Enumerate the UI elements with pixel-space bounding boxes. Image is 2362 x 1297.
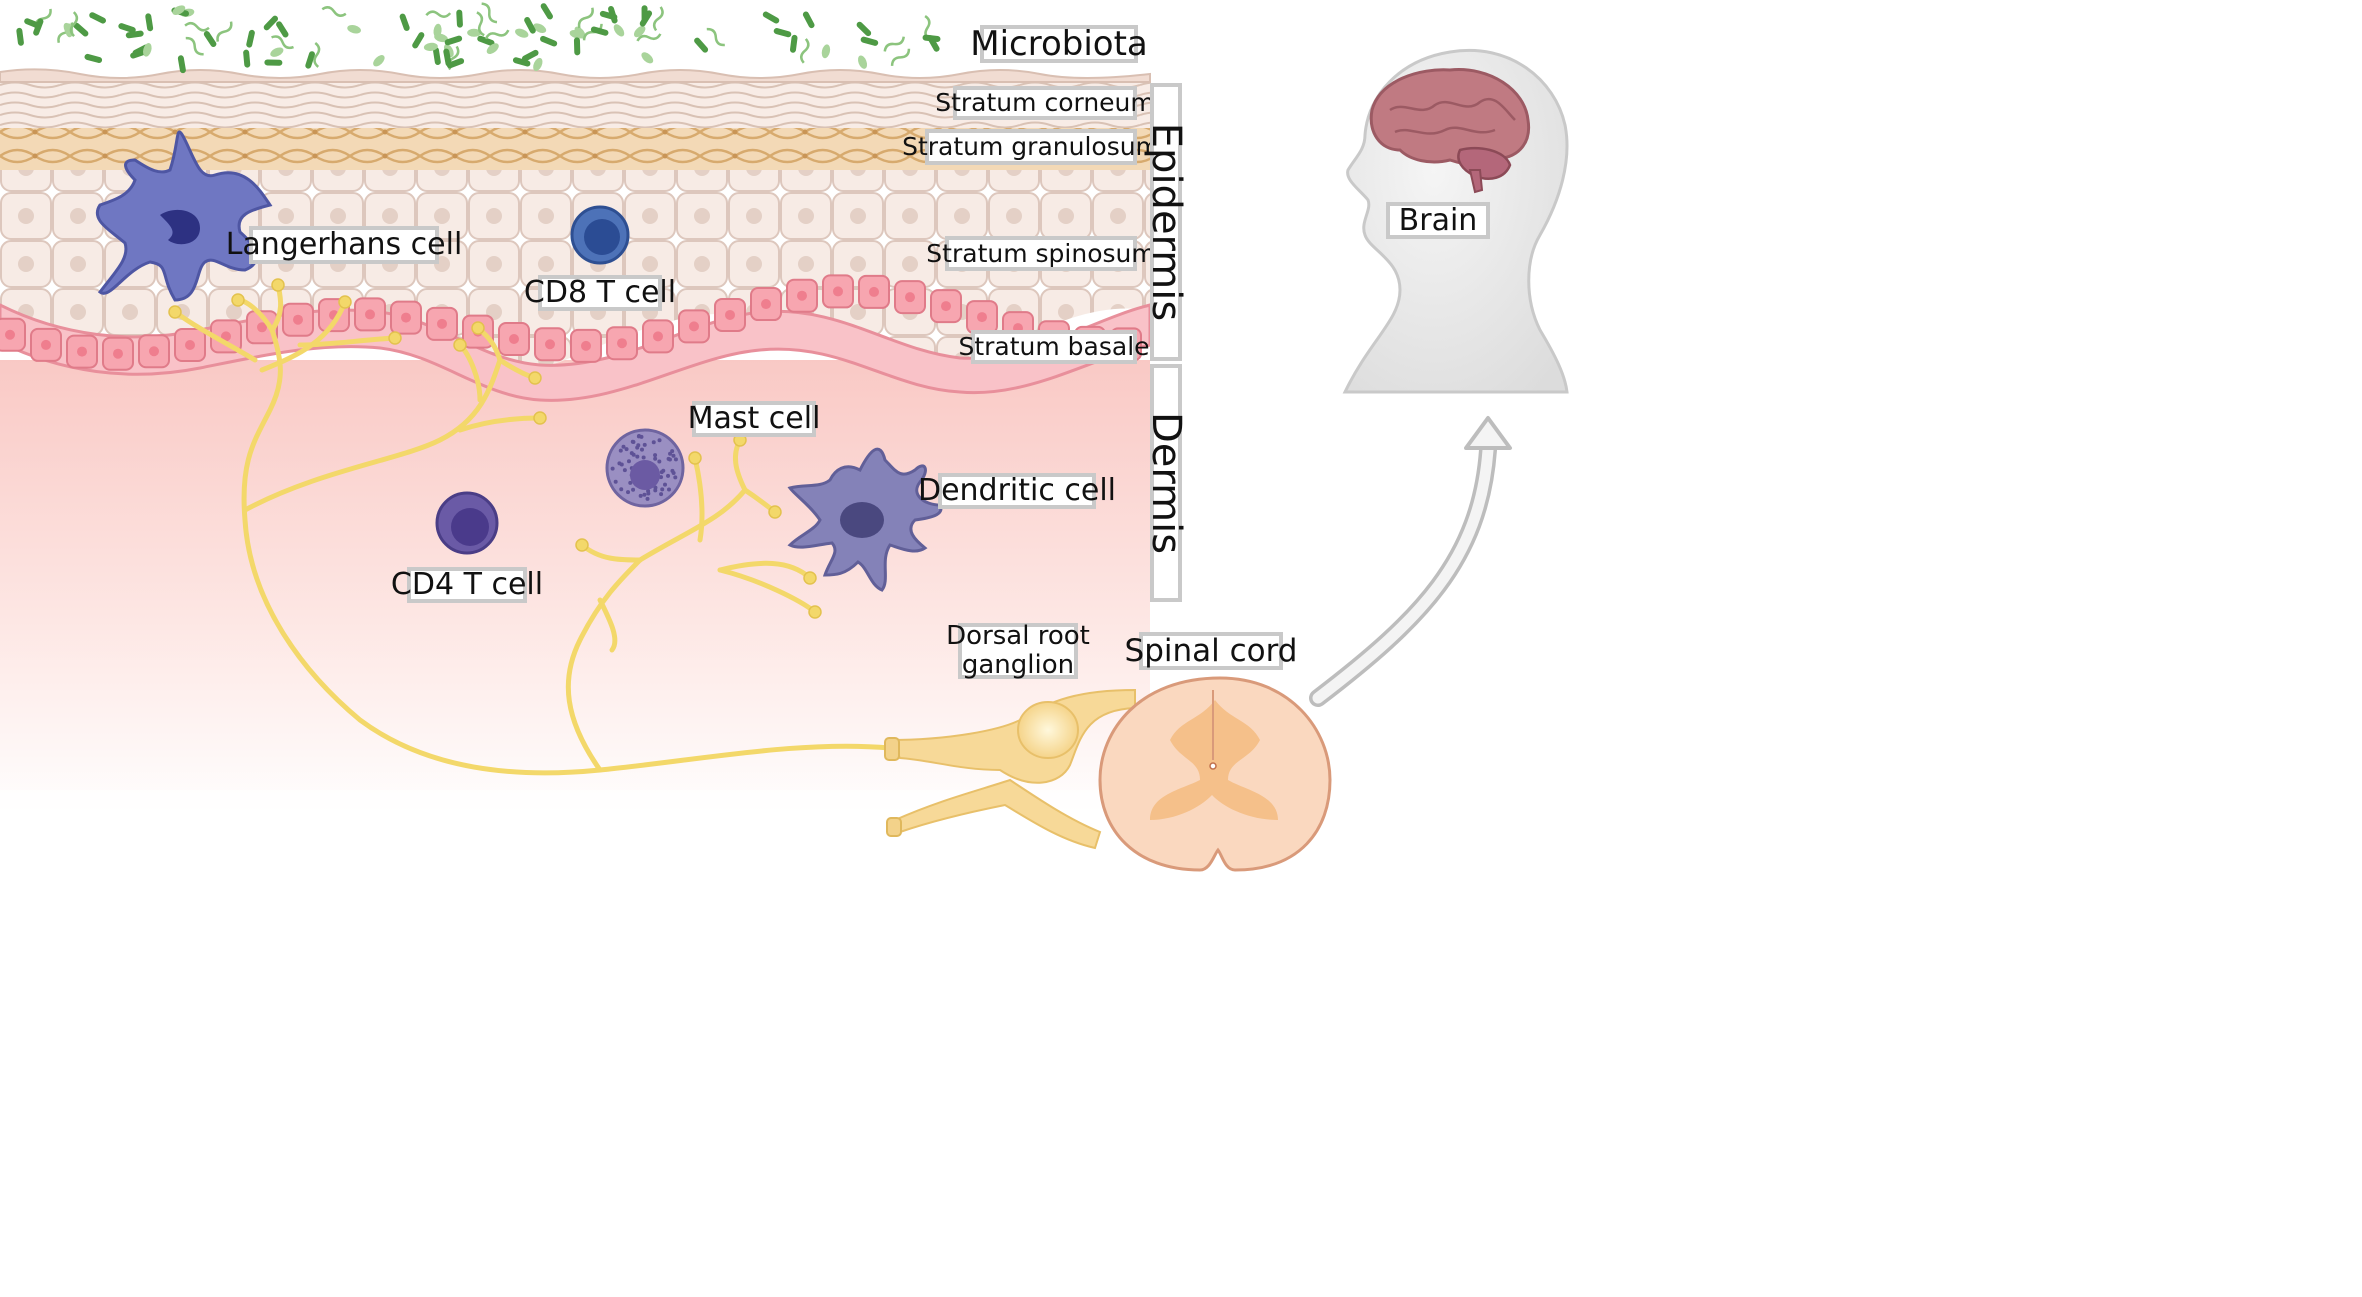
sensory-nerve-fibers bbox=[172, 282, 893, 776]
langerhans-cell-label: Langerhans cell bbox=[225, 226, 463, 264]
stratum-corneum-label: Stratum corneum bbox=[935, 86, 1155, 120]
cd4-t-cell bbox=[435, 491, 499, 555]
nerve-endings bbox=[168, 278, 822, 619]
mast-cell-label: Mast cell bbox=[687, 401, 821, 437]
mast-cell bbox=[605, 428, 685, 508]
dendritic-cell bbox=[787, 447, 943, 592]
cd8-t-cell-label: CD8 T cell bbox=[523, 275, 677, 311]
dorsal-root-ganglion-label: Dorsal root ganglion bbox=[946, 620, 1090, 680]
signal-arrow-to-brain bbox=[1309, 416, 1512, 707]
langerhans-cell bbox=[96, 130, 273, 302]
dermis-bracket: Dermis bbox=[1143, 364, 1189, 602]
spinal-cord-cross-section bbox=[1098, 676, 1332, 872]
stratum-spinosum-label: Stratum spinosum bbox=[926, 236, 1156, 271]
microbiota-label: Microbiota bbox=[970, 23, 1148, 64]
stratum-basale-label: Stratum basale bbox=[958, 330, 1150, 364]
dermis-label: Dermis bbox=[1143, 411, 1189, 555]
dorsal-root-ganglion bbox=[884, 688, 1136, 850]
cd4-t-cell-label: CD4 T cell bbox=[390, 567, 544, 603]
brain-label: Brain bbox=[1386, 202, 1490, 239]
brain bbox=[1369, 68, 1531, 194]
epidermis-bracket: Epidermis bbox=[1143, 83, 1189, 361]
cd8-t-cell bbox=[570, 205, 630, 265]
microbiota-bacteria bbox=[16, 2, 941, 74]
epidermis-label: Epidermis bbox=[1143, 122, 1189, 322]
spinal-cord-label: Spinal cord bbox=[1124, 632, 1298, 670]
stratum-granulosum-label: Stratum granulosum bbox=[902, 129, 1160, 165]
dendritic-cell-label: Dendritic cell bbox=[917, 473, 1117, 509]
